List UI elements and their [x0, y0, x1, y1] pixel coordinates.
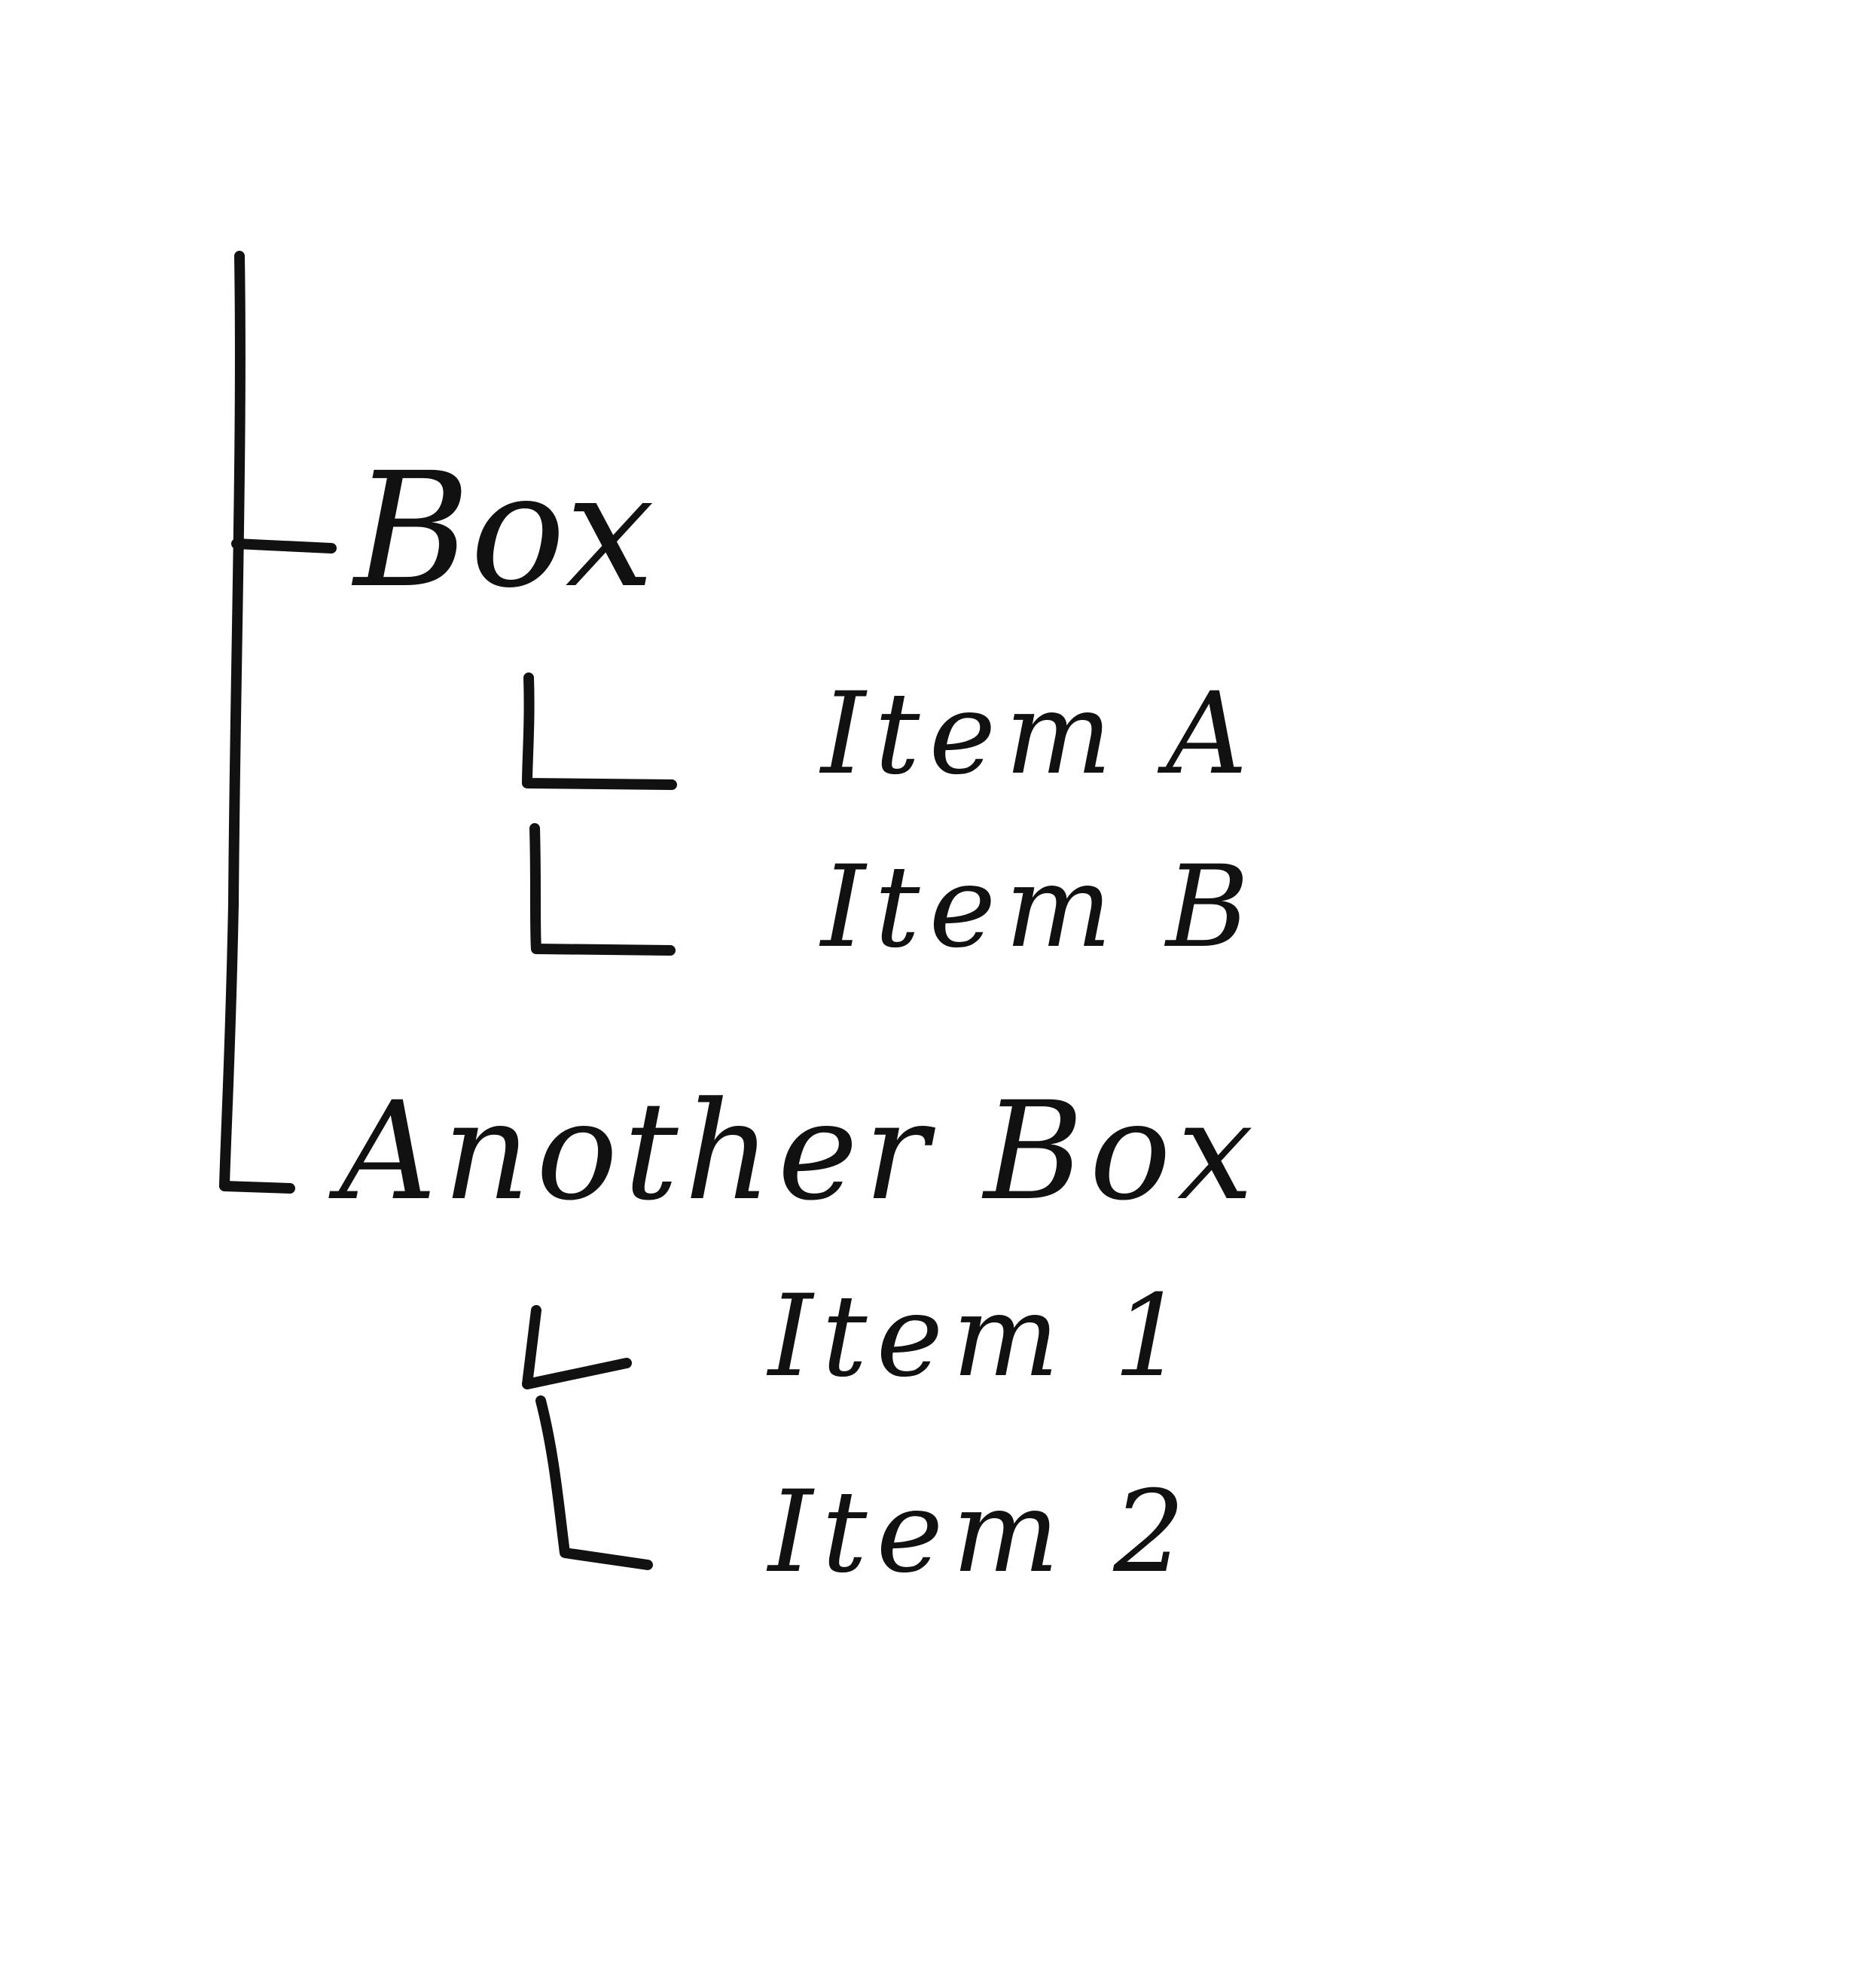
branch-item-2-line — [535, 1395, 653, 1570]
node-box-label: Box — [354, 438, 655, 623]
node-item-2-label: Item 2 — [768, 1467, 1194, 1598]
branch-item-a-line — [522, 672, 677, 790]
node-item-b-label: Item B — [821, 842, 1258, 973]
branch-item-b-line — [529, 823, 676, 956]
root-trunk-line — [219, 251, 295, 1194]
node-item-a-label: Item A — [821, 669, 1257, 800]
node-item-1-label: Item 1 — [768, 1271, 1194, 1402]
branch-item-1-line — [522, 1305, 632, 1389]
node-another-box-label: Another Box — [339, 1073, 1260, 1231]
branch-box-line — [231, 538, 337, 554]
